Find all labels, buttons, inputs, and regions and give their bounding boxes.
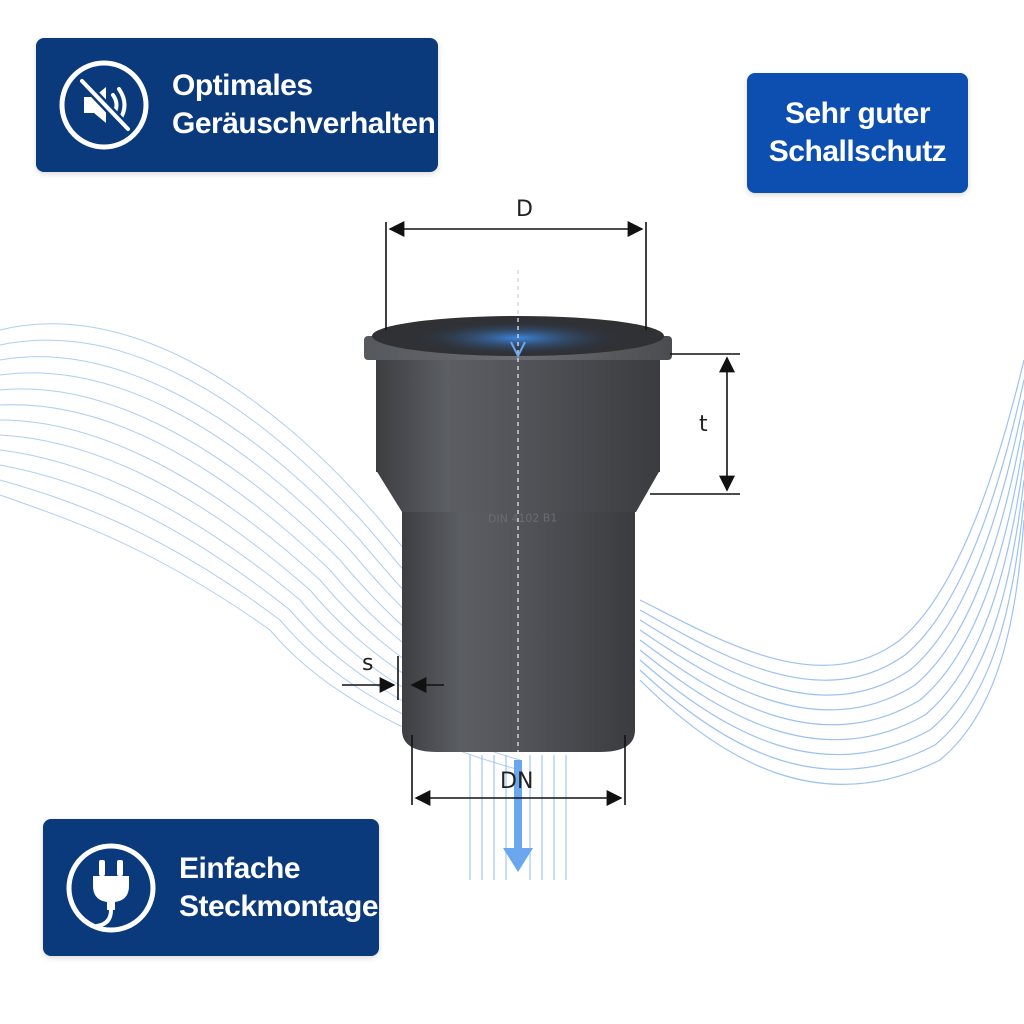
badge-plug-line2: Steckmontage xyxy=(179,889,379,923)
pipe-imprint: DIN 4102 B1 xyxy=(488,511,558,525)
muted-speaker-icon xyxy=(59,60,149,150)
outflow-streaks xyxy=(469,755,567,880)
sound-waves-right xyxy=(639,359,1024,785)
dimension-label-DN: DN xyxy=(500,769,534,794)
center-axis-arrow xyxy=(510,341,526,359)
dimension-s xyxy=(342,656,444,700)
feature-badge-plug: Einfache Steckmontage xyxy=(43,819,379,956)
badge-plug-line1: Einfache xyxy=(179,851,301,885)
pipe-socket xyxy=(376,350,660,472)
outflow-arrow-icon xyxy=(503,760,533,872)
feature-badge-sound: Optimales Geräuschverhalten xyxy=(36,38,438,172)
pipe-taper xyxy=(376,470,660,512)
feature-badge-schallschutz: Sehr guter Schallschutz xyxy=(747,73,968,193)
pipe-spigot xyxy=(402,505,635,752)
dimension-label-D: D xyxy=(516,197,533,222)
badge-schall-line2: Schallschutz xyxy=(768,135,947,168)
dimension-D xyxy=(385,221,647,330)
plug-icon xyxy=(66,843,156,932)
dimension-t xyxy=(650,353,740,495)
badge-sound-line2: Geräuschverhalten xyxy=(172,107,436,140)
dimension-label-t: t xyxy=(699,412,708,437)
badge-sound-line1: Optimales xyxy=(172,69,313,102)
dimension-label-s: s xyxy=(362,651,374,676)
dimension-DN xyxy=(411,735,626,806)
badge-schall-line1: Sehr guter xyxy=(784,97,931,130)
